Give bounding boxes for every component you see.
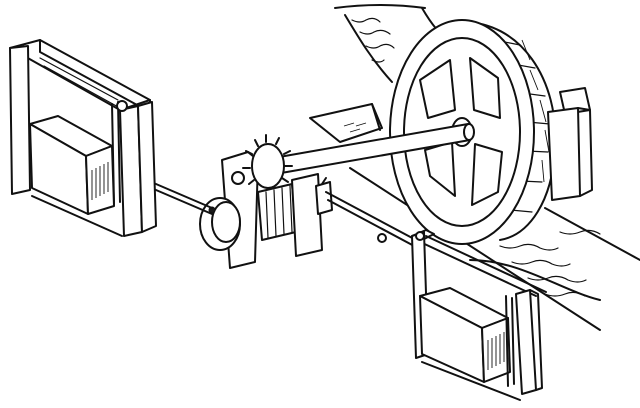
- hopper: [309, 103, 383, 143]
- left-frame-assembly: [9, 39, 157, 237]
- central-gear-assembly: [199, 134, 333, 269]
- right-frame-assembly: [411, 229, 547, 401]
- right-connecting-rod: [325, 191, 417, 248]
- lower-water-channel: [349, 167, 640, 331]
- right-bearing-block: [547, 87, 593, 201]
